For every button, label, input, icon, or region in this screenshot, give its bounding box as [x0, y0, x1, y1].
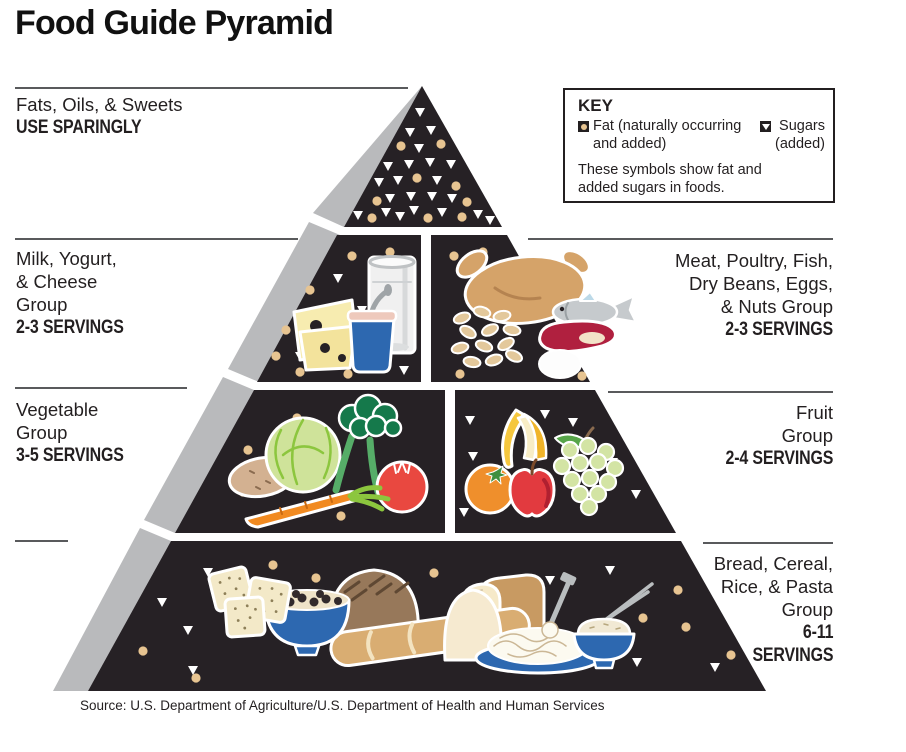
meat-group-name-line2: Dry Beans, Eggs, — [689, 273, 833, 294]
separator-bread-right — [703, 542, 833, 544]
key-box: KEY Fat (naturally occurring and added) … — [563, 88, 835, 203]
fruit-label-block: Fruit Group 2-4 SERVINGS — [705, 401, 833, 470]
bread-group-name-line2: Rice, & Pasta — [720, 576, 833, 597]
vegetable-group-name-line2: Group — [16, 422, 68, 443]
dairy-group-name-line1: Milk, Yogurt, — [16, 248, 117, 269]
key-heading: KEY — [578, 96, 613, 115]
fats-group-name: Fats, Oils, & Sweets — [16, 94, 183, 115]
vegetable-foods-illustration — [227, 393, 429, 529]
key-note: These symbols show fat and added sugars … — [578, 162, 825, 197]
key-sugars-label-line2: (added) — [775, 135, 825, 152]
dairy-group-name-line2: & Cheese — [16, 271, 98, 292]
fats-label-block: Fats, Oils, & Sweets USE SPARINGLY — [16, 93, 183, 139]
fat-symbols — [138, 139, 736, 683]
meat-group-name-line1: Meat, Poultry, Fish, — [675, 250, 833, 271]
bread-foods-illustration — [207, 565, 654, 675]
meat-servings: 2-3 SERVINGS — [725, 319, 833, 340]
key-fat-entry: Fat (naturally occurring and added) — [578, 118, 741, 153]
meat-group-name-line3: & Nuts Group — [720, 296, 833, 317]
key-fat-label-line1: Fat (naturally occurring — [593, 118, 742, 134]
dairy-label-block: Milk, Yogurt, & Cheese Group 2-3 SERVING… — [16, 247, 144, 339]
key-note-line2: added sugars in foods. — [578, 179, 725, 196]
fats-servings: USE SPARINGLY — [16, 117, 142, 138]
source-credit: Source: U.S. Department of Agriculture/U… — [80, 698, 605, 713]
fruit-foods-illustration — [464, 408, 625, 518]
separator-bread-left — [15, 540, 68, 542]
separator-fats — [15, 87, 408, 89]
key-sugars-entry: Sugars (added) — [760, 118, 825, 153]
sugar-symbol-icon — [760, 121, 772, 132]
fruit-group-name-line1: Fruit — [796, 402, 833, 423]
dairy-servings: 2-3 SERVINGS — [16, 317, 124, 338]
vegetable-servings: 3-5 SERVINGS — [16, 445, 124, 466]
bread-servings-line2: SERVINGS — [752, 645, 833, 666]
key-note-line1: These symbols show fat and — [578, 162, 762, 178]
dairy-foods-illustration — [292, 255, 417, 374]
tip-section — [344, 86, 502, 227]
separator-vegetable-left — [15, 387, 187, 389]
bread-group-name-line3: Group — [781, 599, 833, 620]
vegetable-label-block: Vegetable Group 3-5 SERVINGS — [16, 398, 144, 467]
bread-section — [88, 541, 766, 691]
meat-label-block: Meat, Poultry, Fish, Dry Beans, Eggs, & … — [675, 249, 833, 341]
separator-dairy-left — [15, 238, 298, 240]
vegetable-group-name-line1: Vegetable — [16, 399, 99, 420]
fruit-group-name-line2: Group — [781, 425, 833, 446]
bread-servings-line1: 6-11 — [802, 622, 834, 643]
fruit-servings: 2-4 SERVINGS — [725, 448, 833, 469]
vegetable-section — [175, 390, 445, 533]
page-title: Food Guide Pyramid — [15, 4, 334, 42]
key-sugars-label-line1: Sugars — [779, 118, 825, 134]
dairy-group-name-line3: Group — [16, 294, 68, 315]
bread-group-name-line1: Bread, Cereal, — [713, 553, 833, 574]
crackers — [207, 565, 292, 639]
meat-section — [431, 235, 590, 382]
key-fat-label-line2: and added) — [593, 135, 667, 152]
separator-meat-right — [528, 238, 833, 240]
fat-symbol-icon — [578, 121, 589, 132]
meat-foods-illustration — [450, 249, 638, 379]
fruit-section — [455, 390, 676, 533]
dairy-section — [257, 235, 421, 382]
bread-label-block: Bread, Cereal, Rice, & Pasta Group 6-11 … — [714, 552, 833, 667]
separator-fruit-right — [608, 391, 833, 393]
